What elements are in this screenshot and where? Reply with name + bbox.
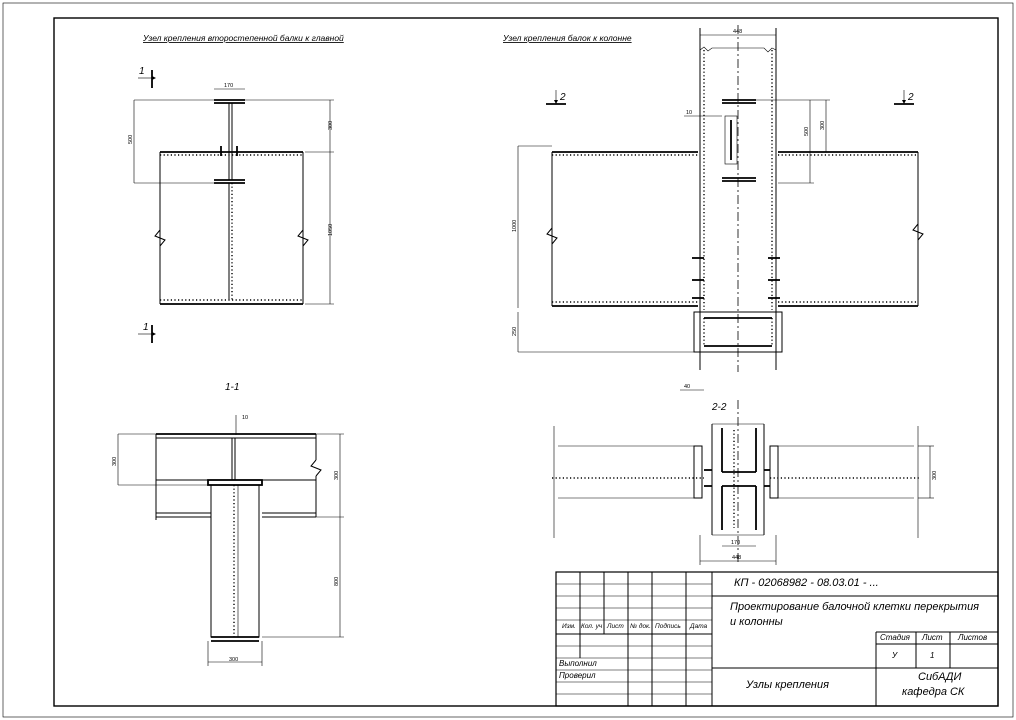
svg-text:448: 448 bbox=[733, 29, 742, 35]
svg-text:2: 2 bbox=[907, 92, 914, 103]
svg-text:1: 1 bbox=[143, 322, 149, 333]
svg-text:2: 2 bbox=[559, 92, 566, 103]
svg-text:500: 500 bbox=[804, 127, 810, 136]
svg-text:170: 170 bbox=[731, 540, 740, 546]
section-marker-2-right: 2 bbox=[894, 90, 914, 105]
node2-title: Узел крепления балок к колонне bbox=[502, 33, 632, 43]
section11-title: 1-1 bbox=[225, 382, 239, 393]
svg-text:800: 800 bbox=[334, 577, 340, 586]
svg-text:250: 250 bbox=[512, 327, 518, 336]
svg-text:300: 300 bbox=[932, 471, 938, 480]
inner-frame bbox=[53, 17, 999, 707]
svg-text:500: 500 bbox=[128, 135, 134, 144]
svg-text:1050: 1050 bbox=[328, 224, 334, 236]
svg-text:10: 10 bbox=[686, 110, 692, 116]
title-block bbox=[555, 571, 999, 707]
svg-text:40: 40 bbox=[684, 384, 690, 390]
svg-text:170: 170 bbox=[224, 83, 233, 89]
svg-text:300: 300 bbox=[229, 657, 238, 663]
section-marker-1-top: 1 bbox=[138, 66, 156, 88]
svg-text:300: 300 bbox=[334, 471, 340, 480]
node1-title: Узел крепления второстепенной балки к гл… bbox=[142, 33, 344, 43]
section-1-1-drawing: 1-1 10 300 300 8 bbox=[112, 382, 344, 666]
svg-text:300: 300 bbox=[112, 457, 118, 466]
svg-text:1: 1 bbox=[139, 66, 145, 77]
section-marker-1-bottom: 1 bbox=[138, 322, 156, 343]
section22-title: 2-2 bbox=[711, 402, 727, 413]
svg-text:300: 300 bbox=[820, 121, 826, 130]
svg-text:300: 300 bbox=[328, 121, 334, 130]
svg-text:10: 10 bbox=[242, 415, 248, 421]
section-marker-2-left: 2 bbox=[546, 90, 566, 105]
section-2-2-drawing: 2-2 300 170 bbox=[552, 400, 938, 565]
svg-text:448: 448 bbox=[732, 555, 741, 561]
node2-drawing: Узел крепления балок к колонне 2 2 448 bbox=[502, 25, 924, 391]
node1-drawing: Узел крепления второстепенной балки к гл… bbox=[128, 33, 344, 343]
svg-text:1000: 1000 bbox=[512, 220, 518, 232]
